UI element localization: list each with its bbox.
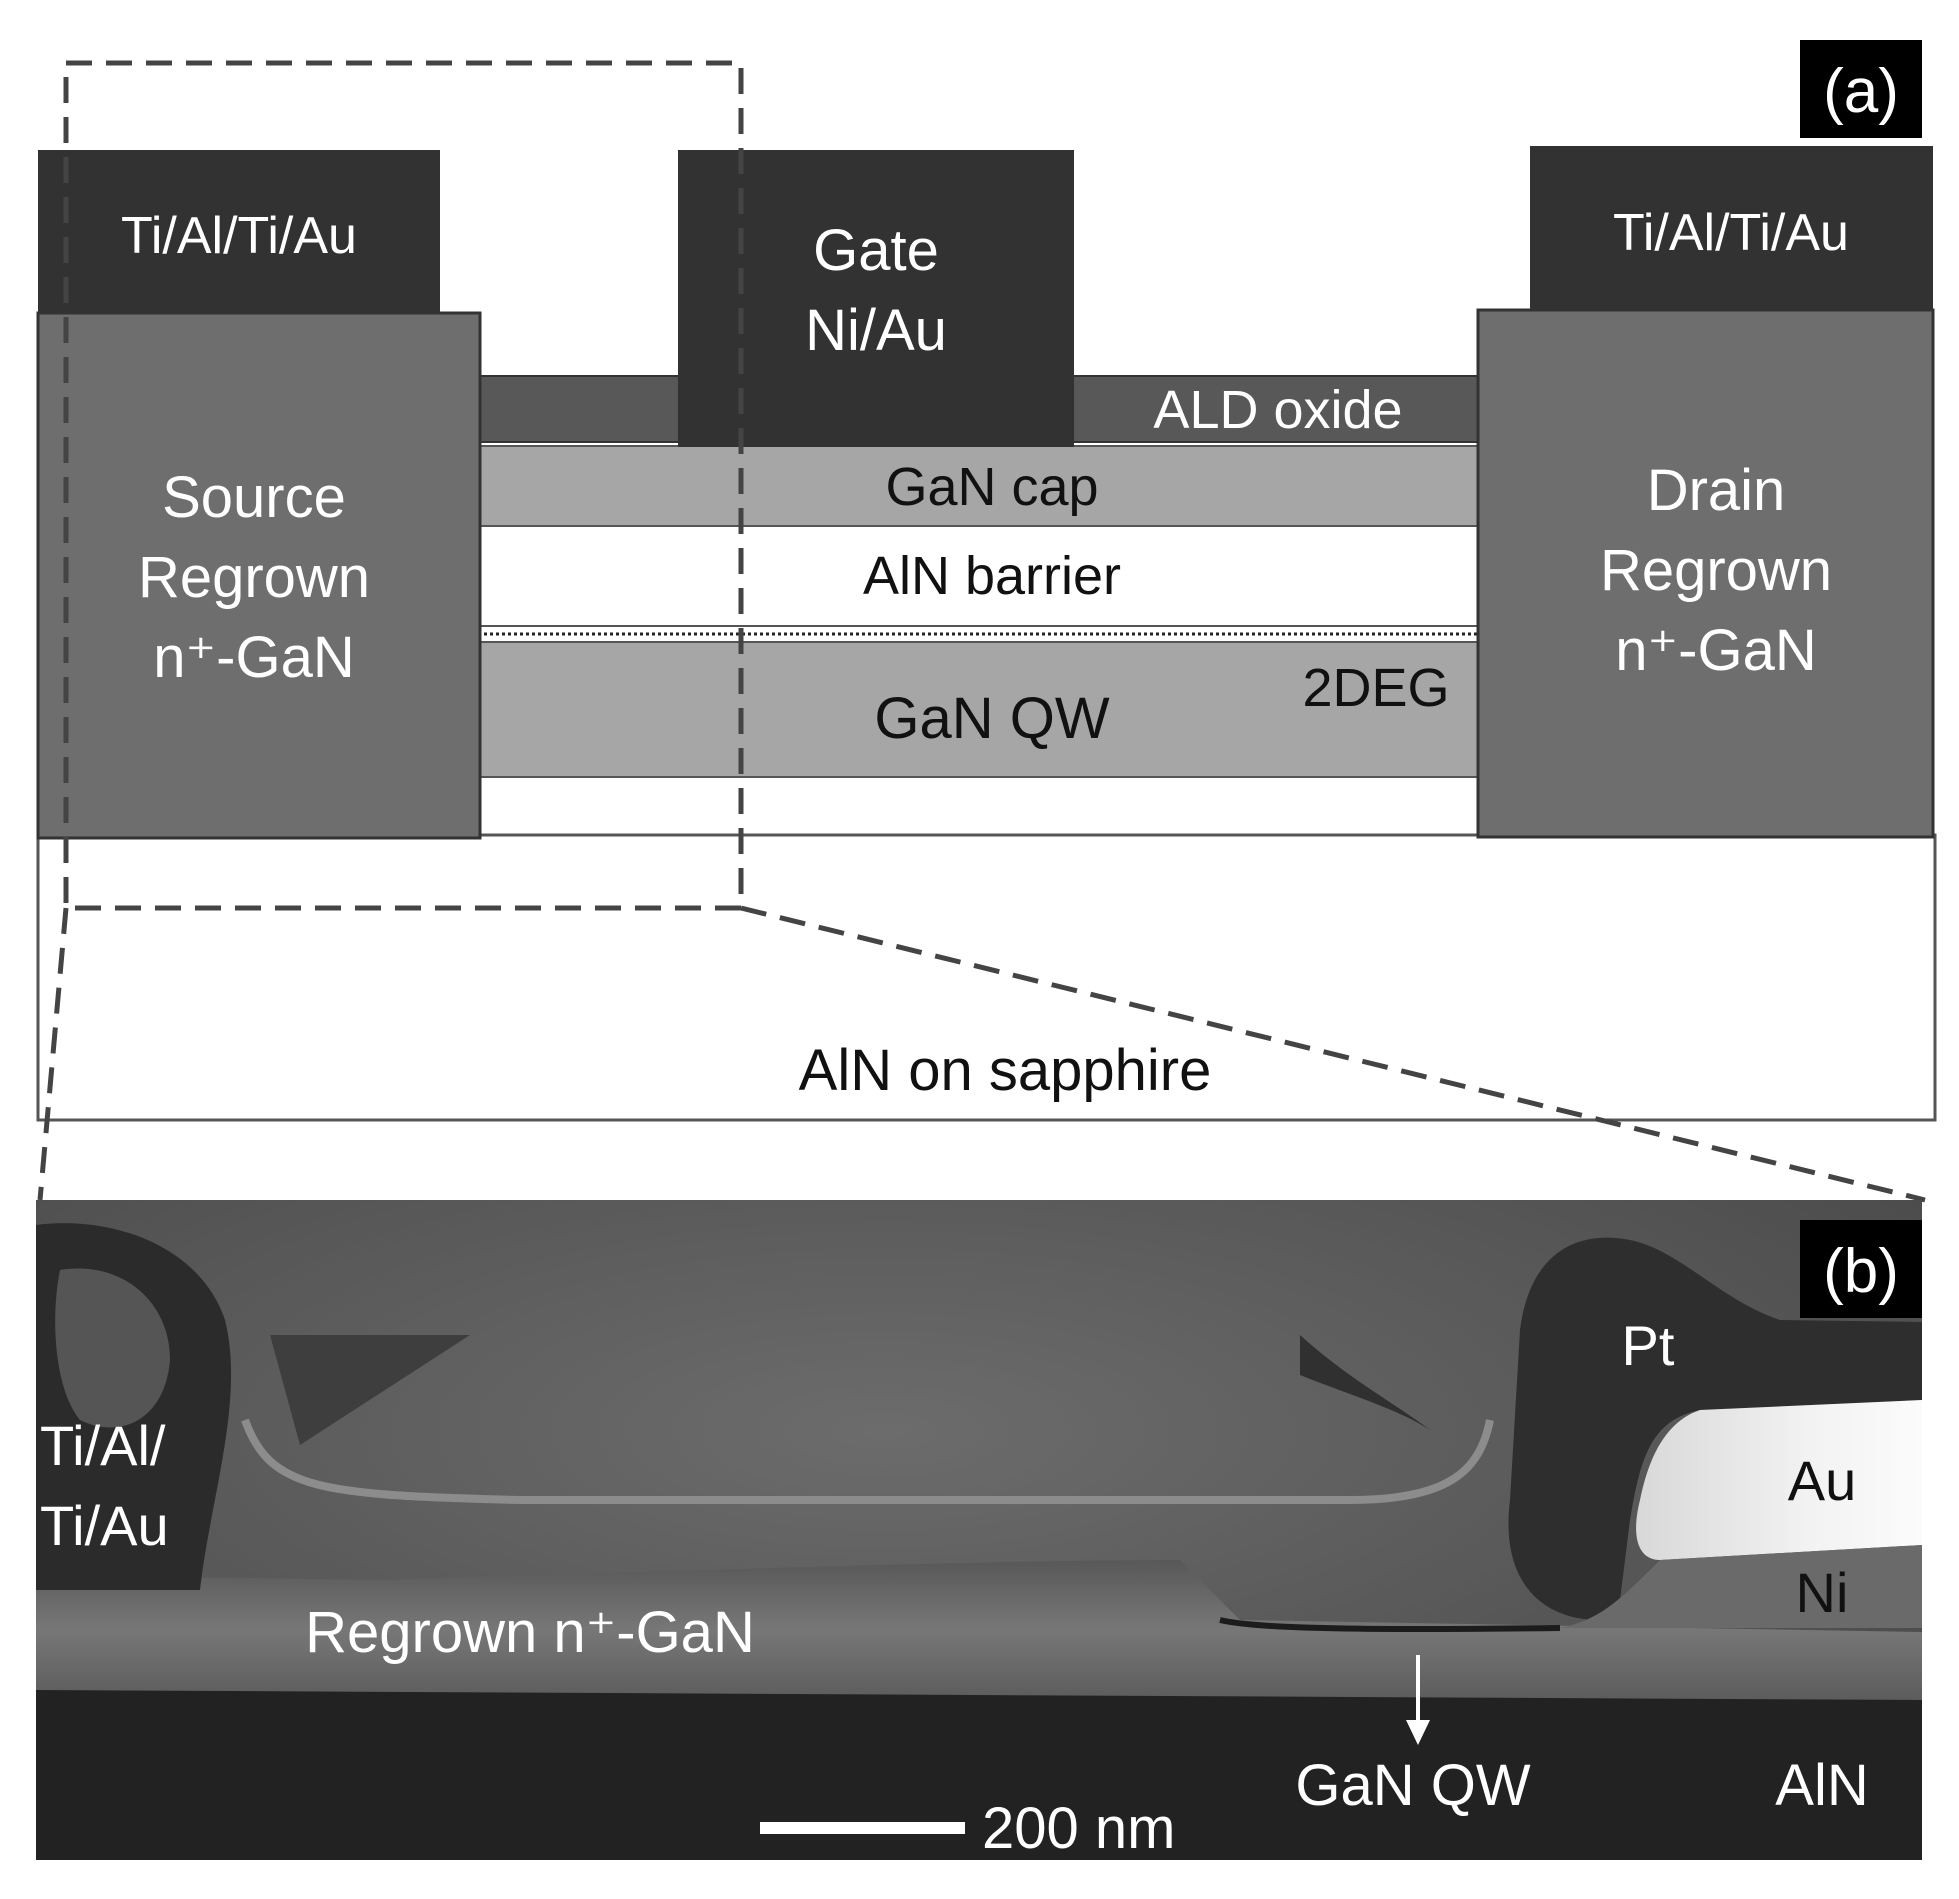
panel-b: (b) Ti/Al/ Ti/Au Pt Au Ni Regrown n⁺-GaN… [36, 1200, 1922, 1861]
tem-pt-label: Pt [1622, 1314, 1675, 1377]
gate-label-line2: Ni/Au [805, 298, 947, 363]
source-label-line2: Regrown [138, 545, 370, 610]
zoom-box [63, 60, 744, 911]
tem-aln-region [36, 1685, 1922, 1860]
drain-contact-label: Ti/Al/Ti/Au [1613, 204, 1849, 262]
tem-dark-wedge-right [1300, 1335, 1430, 1430]
aln-barrier-label: AlN barrier [863, 546, 1121, 606]
gan-qw-layer [477, 641, 1479, 778]
gate-label-line1: Gate [813, 218, 939, 283]
tem-regrown-gan [36, 1560, 1922, 1700]
gan-qw-label: GaN QW [874, 686, 1109, 751]
ald-oxide-label: ALD oxide [1153, 380, 1402, 440]
tem-gate-foot [1219, 1617, 1561, 1633]
drain-regrown-region [1476, 308, 1935, 839]
scale-bar [760, 1822, 965, 1834]
panel-a-tag-box [1800, 40, 1922, 138]
tem-au-label: Au [1788, 1449, 1857, 1512]
tem-left-contact-void [55, 1268, 170, 1428]
tem-dark-wedge-left [270, 1335, 470, 1445]
drain-label-line1: Drain [1647, 458, 1786, 523]
tem-gan-qw-label: GaN QW [1295, 1753, 1530, 1818]
drain-label-line2: Regrown [1600, 538, 1832, 603]
tem-contact-label-line1: Ti/Al/ [40, 1414, 166, 1477]
source-label-line1: Source [162, 465, 346, 530]
tem-aln-label: AlN [1775, 1753, 1868, 1818]
gate-contact [678, 150, 1074, 447]
panel-b-tag-box [1800, 1220, 1922, 1318]
source-label-line3: n⁺-GaN [153, 625, 354, 690]
source-contact [38, 150, 440, 313]
substrate-aln-on-sapphire [36, 833, 1937, 1122]
zoom-line-left [37, 907, 69, 1201]
tem-contact-label-line2: Ti/Au [40, 1494, 169, 1557]
scale-bar-label: 200 nm [982, 1796, 1175, 1861]
gan-qw-arrow-head [1406, 1720, 1430, 1745]
panel-b-tag: (b) [1823, 1237, 1899, 1306]
substrate-label: AlN on sapphire [799, 1038, 1212, 1103]
tem-trench-rim [241, 1418, 1494, 1505]
source-contact-label: Ti/Al/Ti/Au [121, 207, 357, 265]
panel-a-tag: (a) [1823, 57, 1899, 126]
drain-label-line3: n⁺-GaN [1615, 618, 1816, 683]
panel-a: (a) Ti/Al/Ti/Au Ti/Al/Ti/Au Gate Ni/Au A… [36, 40, 1937, 1203]
drain-contact [1530, 146, 1933, 310]
tem-au-layer [1636, 1400, 1922, 1560]
zoom-line-right [740, 905, 1926, 1203]
source-regrown-region [36, 311, 482, 840]
gan-cap-label: GaN cap [885, 457, 1098, 517]
aln-barrier-layer [477, 525, 1479, 627]
tem-regrown-label: Regrown n⁺-GaN [305, 1600, 755, 1665]
tem-ni-layer [1560, 1545, 1922, 1628]
2deg-label: 2DEG [1302, 658, 1449, 718]
tem-ni-label: Ni [1796, 1561, 1849, 1624]
tem-pt-layer [1508, 1237, 1922, 1620]
